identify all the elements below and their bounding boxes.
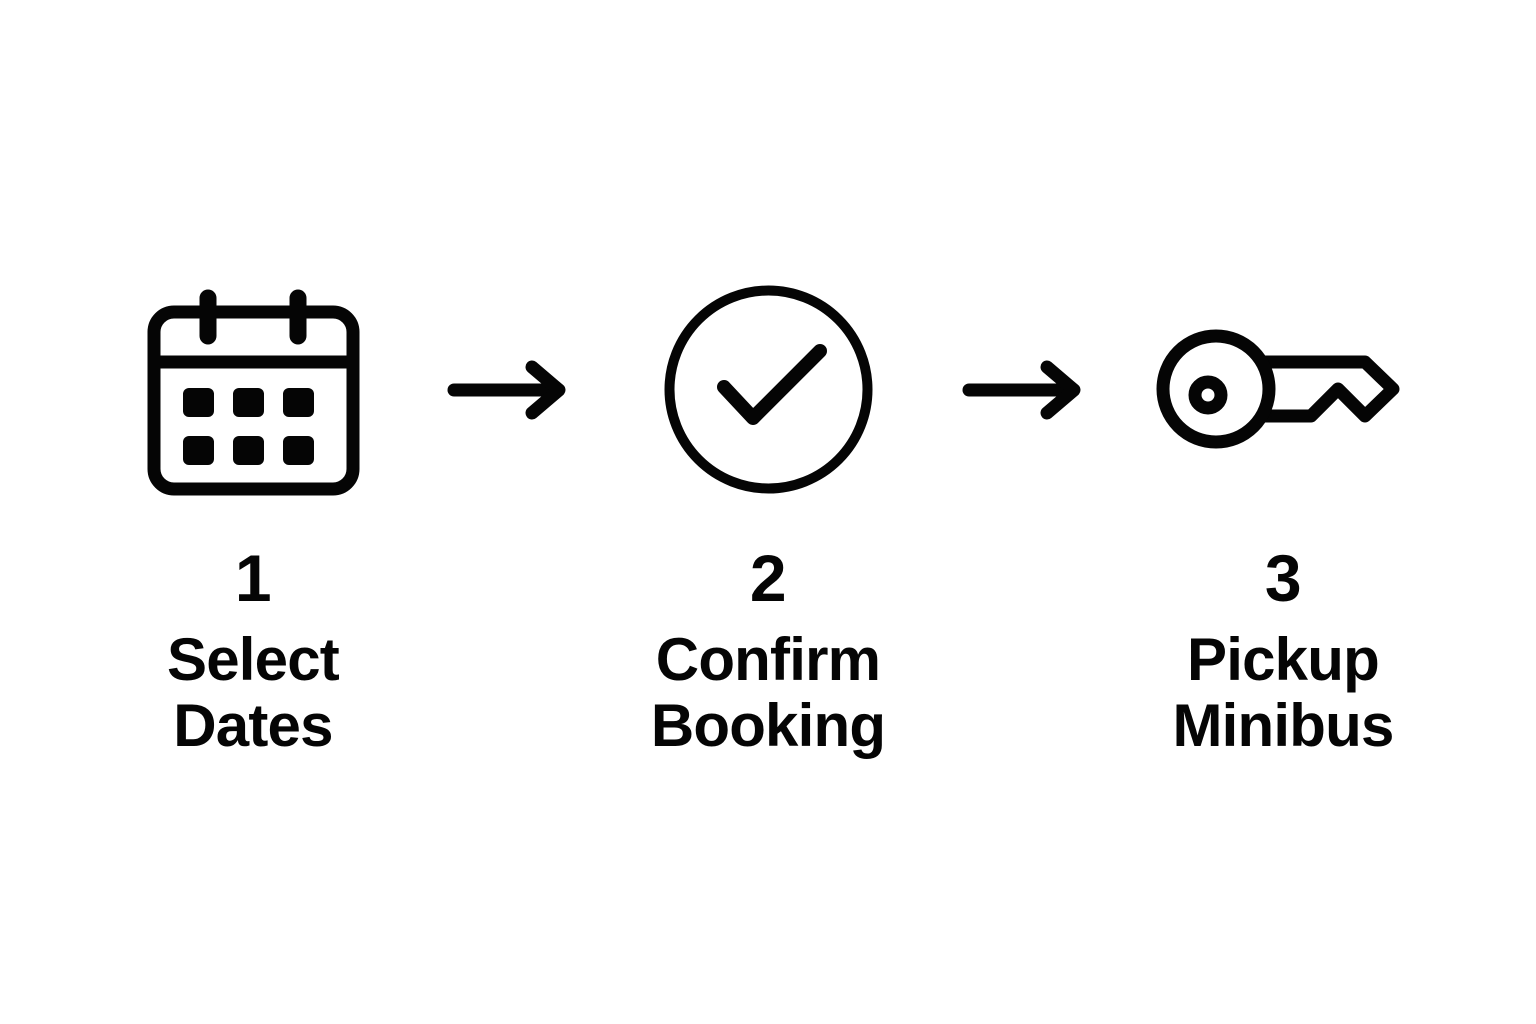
step-2-label-line-2: Booking [650,692,886,759]
step-1-label-line-2: Dates [173,692,333,759]
process-step-1[interactable]: 1 Select Dates [83,282,423,759]
step-1-label-line-1: Select [167,626,340,693]
step-2-icon-wrap [661,282,876,497]
step-2-label-line-1: Confirm [655,626,881,693]
step-2-number: 2 [749,541,787,615]
step-2-label: Confirm Booking [650,626,886,759]
step-1-number: 1 [234,541,272,615]
step-3-label: Pickup Minibus [1172,626,1394,759]
step-3-icon-wrap [1153,282,1413,497]
step-3-label-line-1: Pickup [1187,626,1380,693]
process-flow-row: 1 Select Dates [68,282,1468,759]
connector-2 [938,282,1113,497]
calendar-icon [146,282,361,497]
arrow-right-icon [446,355,576,425]
step-3-label-line-2: Minibus [1172,692,1394,759]
check-circle-icon [661,282,876,497]
process-step-3[interactable]: 3 Pickup Minibus [1113,282,1453,759]
step-3-number: 3 [1264,541,1302,615]
process-step-2[interactable]: 2 Confirm Booking [598,282,938,759]
key-icon [1153,282,1413,497]
step-1-label: Select Dates [167,626,340,759]
connector-1 [423,282,598,497]
step-1-icon-wrap [146,282,361,497]
arrow-right-icon [961,355,1091,425]
